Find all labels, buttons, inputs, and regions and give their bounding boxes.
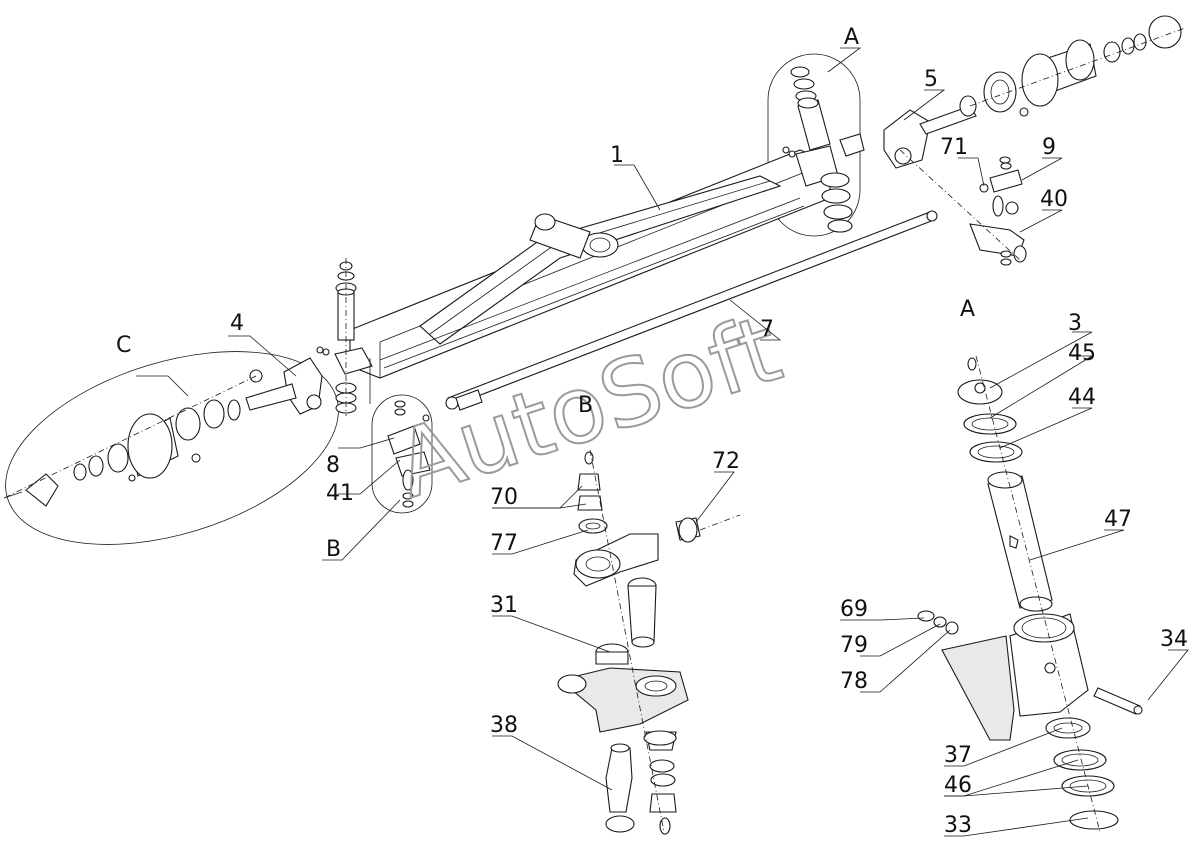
callout-70: 70	[490, 485, 518, 510]
detail-a-exploded	[917, 357, 1143, 830]
callout-37: 37	[944, 743, 972, 768]
tie-rod-upper	[379, 197, 805, 369]
callout-72: 72	[712, 449, 740, 474]
callout-45: 45	[1068, 341, 1096, 366]
detail-b-envelope	[371, 394, 433, 514]
detail-b-exploded	[557, 451, 701, 835]
callout-79: 79	[840, 633, 868, 658]
callout-40: 40	[1040, 187, 1068, 212]
callout-7: 7	[760, 317, 774, 342]
callout-71: 71	[940, 135, 968, 160]
callout-33: 33	[944, 813, 972, 838]
callout-3: 3	[1068, 311, 1082, 336]
detail-b-parts	[387, 400, 431, 508]
view-label-c: C	[116, 333, 131, 358]
detail-a-parts	[782, 66, 865, 233]
steering-arm-right	[969, 156, 1027, 266]
callout-31: 31	[490, 593, 518, 618]
callout-47: 47	[1104, 507, 1132, 532]
view-label-a-detail: A	[960, 297, 975, 322]
callout-1: 1	[610, 143, 624, 168]
callout-69: 69	[840, 597, 868, 622]
leader-lines	[136, 47, 1189, 837]
knuckle-left	[245, 357, 323, 415]
center-lines	[3, 27, 1186, 833]
callout-44: 44	[1068, 385, 1096, 410]
callout-46: 46	[944, 773, 972, 798]
callout-8: 8	[326, 453, 340, 478]
left-kingpin-stack	[316, 261, 357, 414]
callout-34: 34	[1160, 627, 1188, 652]
callout-5: 5	[924, 67, 938, 92]
view-label-b-bottom: B	[326, 537, 341, 562]
callout-38: 38	[490, 713, 518, 738]
view-label-a-top: A	[844, 25, 859, 50]
detail-c-envelope	[5, 351, 339, 545]
tie-rod	[445, 210, 938, 411]
view-label-b-detail: B	[578, 393, 593, 418]
callout-9: 9	[1042, 135, 1056, 160]
callout-4: 4	[230, 311, 244, 336]
hub-right	[959, 15, 1182, 117]
axle-beam	[334, 145, 839, 379]
callout-78: 78	[840, 669, 868, 694]
callout-77: 77	[490, 531, 518, 556]
callout-41: 41	[326, 481, 354, 506]
hub-left	[3, 399, 241, 507]
